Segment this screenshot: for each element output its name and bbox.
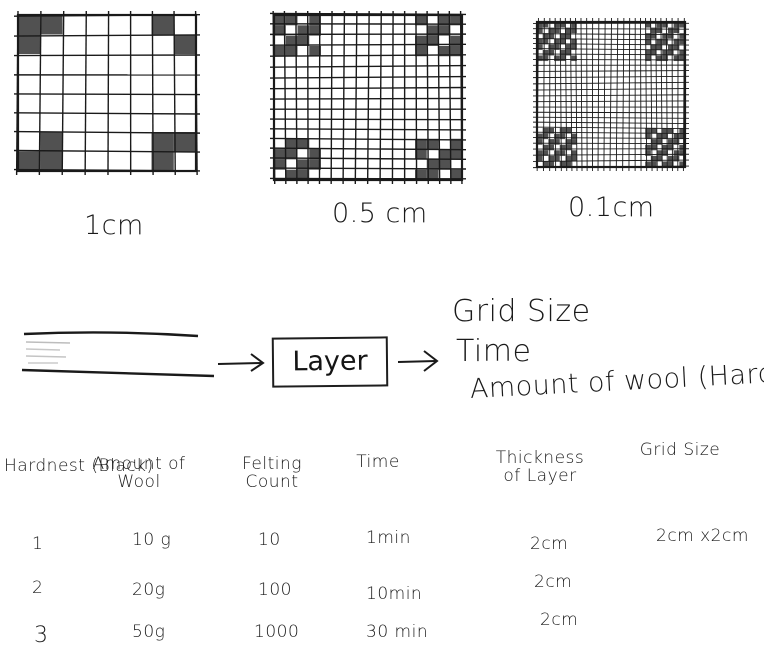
grid-shading-block: [668, 33, 674, 39]
table-cell: 10min: [366, 586, 422, 604]
grid-line: [392, 11, 393, 184]
grid-line: [14, 35, 200, 36]
grid-line: [581, 18, 582, 171]
grid-shading-block: [450, 149, 462, 159]
table-cell: 100: [258, 582, 292, 600]
grid-line: [438, 11, 439, 184]
grid-shading-block: [40, 132, 62, 152]
grid-line: [416, 11, 417, 184]
grid-shading-block: [274, 46, 286, 56]
grid-line: [533, 117, 689, 118]
grid-line: [533, 127, 689, 129]
grid-line: [270, 44, 466, 45]
grid-sample-0-5cm: [270, 11, 466, 184]
arrow-to-layer: [218, 354, 263, 371]
arrow-to-parameters: [398, 351, 437, 371]
grid-shading-block: [560, 134, 566, 140]
grid-line: [14, 113, 200, 114]
table-cell: 2: [32, 580, 43, 598]
grid-line: [604, 18, 605, 171]
grid-line: [616, 18, 618, 171]
grid-shading-block: [645, 150, 651, 156]
grid-shading-block: [543, 50, 549, 56]
grid-line: [270, 168, 466, 169]
grid-line: [533, 112, 689, 113]
grid-shading-block: [548, 139, 554, 145]
grid-shading-block: [554, 139, 560, 145]
table-cell: 20g: [132, 582, 165, 600]
grid-label-0-5cm: 0.5 cm: [332, 200, 428, 228]
grid-line: [610, 18, 612, 171]
table-cell: 3: [34, 624, 49, 647]
parameter-grid-size: Grid Size: [452, 296, 591, 328]
table-header-grid-size: Grid Size: [630, 442, 730, 460]
grid-shading-block: [439, 159, 451, 169]
grid-line: [14, 94, 200, 95]
table-cell: 1000: [254, 624, 299, 642]
grid-shading-block: [645, 145, 651, 151]
layer-box: Layer: [272, 336, 389, 387]
grid-shading-block: [548, 156, 554, 162]
layer-box-label: Layer: [274, 338, 386, 385]
table-cell: 2cm: [534, 574, 572, 592]
grid-sample-0-1cm: [533, 18, 689, 171]
parameter-time: Time: [456, 336, 531, 368]
table-header-felting-count: Felting Count: [232, 456, 312, 492]
table-header-time: Time: [348, 454, 408, 472]
table-cell: 10 g: [132, 532, 171, 550]
grid-line: [598, 18, 599, 171]
table-cell: 10: [258, 532, 281, 550]
wool-strands-sketch: [22, 332, 214, 376]
grid-line: [270, 158, 466, 159]
table-cell: 2cm: [530, 536, 568, 554]
grid-shading-block: [174, 132, 196, 152]
table-header-thickness-of-layer: Thickness of Layer: [490, 450, 590, 486]
grid-shading-block: [40, 152, 62, 172]
table-header-amount-of-wool: Amount of Wool: [86, 456, 192, 492]
table-cell: 1min: [366, 530, 411, 548]
table-cell: 1: [32, 536, 43, 554]
grid-shading-block: [543, 55, 549, 61]
grid-shading-block: [152, 152, 174, 172]
grid-shading-block: [674, 150, 680, 156]
grid-shading-block: [668, 28, 674, 34]
grid-line: [640, 18, 641, 171]
grid-line: [270, 119, 466, 120]
grid-line: [623, 18, 624, 171]
grid-line: [108, 11, 109, 175]
grid-shading-block: [18, 35, 40, 55]
grid-line: [270, 55, 466, 56]
table-cell: 2cm x2cm: [656, 528, 749, 546]
table-header-hardness: Hardnest (Black): [4, 458, 76, 476]
grid-line: [533, 101, 689, 102]
grid-shading-block: [152, 15, 174, 35]
grid-label-0-1cm: 0.1cm: [568, 194, 655, 222]
grid-shading-block: [554, 156, 560, 162]
grid-shading-block: [286, 139, 298, 149]
grid-label-1cm: 1cm: [84, 212, 144, 240]
grid-shading-block: [662, 33, 668, 39]
grid-line: [270, 98, 466, 99]
grid-line: [152, 11, 153, 175]
grid-line: [533, 95, 689, 96]
grid-line: [270, 129, 466, 130]
table-cell: 2cm: [540, 612, 578, 630]
grid-line: [629, 18, 630, 171]
grid-shading-block: [554, 134, 560, 140]
grid-line: [14, 55, 200, 56]
grid-shading-block: [439, 149, 451, 159]
grid-shading-block: [548, 50, 554, 56]
grid-line: [533, 122, 689, 123]
table-cell: 50g: [132, 624, 165, 642]
grid-shading-block: [174, 35, 196, 55]
grid-shading-block: [152, 132, 174, 152]
grid-shading-block: [40, 15, 62, 35]
grid-shading-block: [18, 15, 40, 35]
table-cell: 30 min: [366, 624, 428, 642]
grid-sample-1cm: [14, 11, 200, 175]
grid-shading-block: [18, 152, 40, 172]
